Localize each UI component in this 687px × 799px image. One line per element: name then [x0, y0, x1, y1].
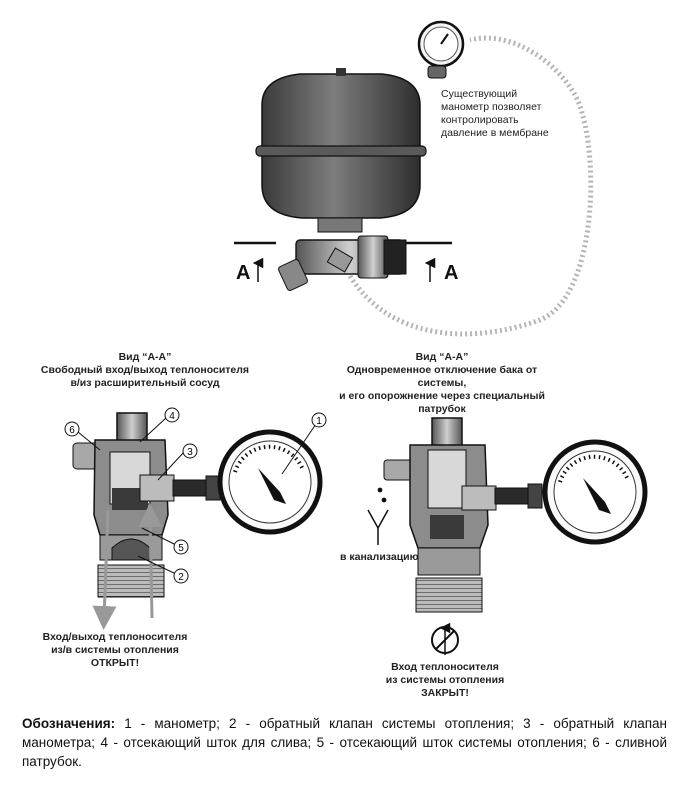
- drain-label: в канализацию: [340, 551, 419, 563]
- left-view-title: Вид “А-А”: [118, 351, 172, 363]
- callouts: [77, 417, 317, 575]
- section-mark-left: A: [236, 262, 251, 284]
- right-valve-section: [367, 417, 543, 613]
- left-view-status: Вход/выход теплоносителя из/в системы от…: [42, 631, 188, 669]
- right-view-title: Вид “А-А”: [415, 351, 469, 363]
- closed-flow-icon: [431, 622, 459, 655]
- right-view-header: Вид “А-А” Одновременное отключение бака …: [322, 351, 562, 416]
- callout-4: 4: [164, 407, 180, 423]
- callout-2: 2: [173, 568, 189, 584]
- section-line-right: [406, 241, 452, 282]
- expansion-tank: [255, 68, 427, 219]
- svg-text:2: 2: [178, 572, 184, 583]
- svg-text:5: 5: [178, 543, 184, 554]
- left-view-header: Вид “А-А” Свободный вход/выход теплоноси…: [40, 351, 250, 389]
- legend-title: Обозначения:: [22, 716, 116, 731]
- svg-text:6: 6: [69, 425, 75, 436]
- callout-6: 6: [64, 421, 80, 437]
- svg-text:3: 3: [187, 447, 193, 458]
- ball-valve: [278, 217, 407, 291]
- section-line-left: [234, 241, 276, 282]
- left-valve-section: [72, 412, 221, 630]
- pressure-gauge-left: [217, 429, 323, 535]
- pressure-gauge-right: [542, 439, 648, 545]
- small-gauge: [417, 20, 465, 79]
- svg-text:4: 4: [169, 411, 175, 422]
- callout-1: 1: [311, 412, 327, 428]
- callout-5: 5: [173, 539, 189, 555]
- legend-text: 1 - манометр; 2 - обратный клапан систем…: [22, 716, 667, 769]
- legend: Обозначения: 1 - манометр; 2 - обратный …: [22, 714, 667, 771]
- callout-3: 3: [182, 443, 198, 459]
- section-mark-right: A: [444, 262, 459, 284]
- svg-text:1: 1: [316, 416, 322, 427]
- top-note: Существующий манометр позволяет контроли…: [441, 88, 549, 139]
- right-view-status: Вход теплоносителя из системы отопления …: [385, 661, 505, 699]
